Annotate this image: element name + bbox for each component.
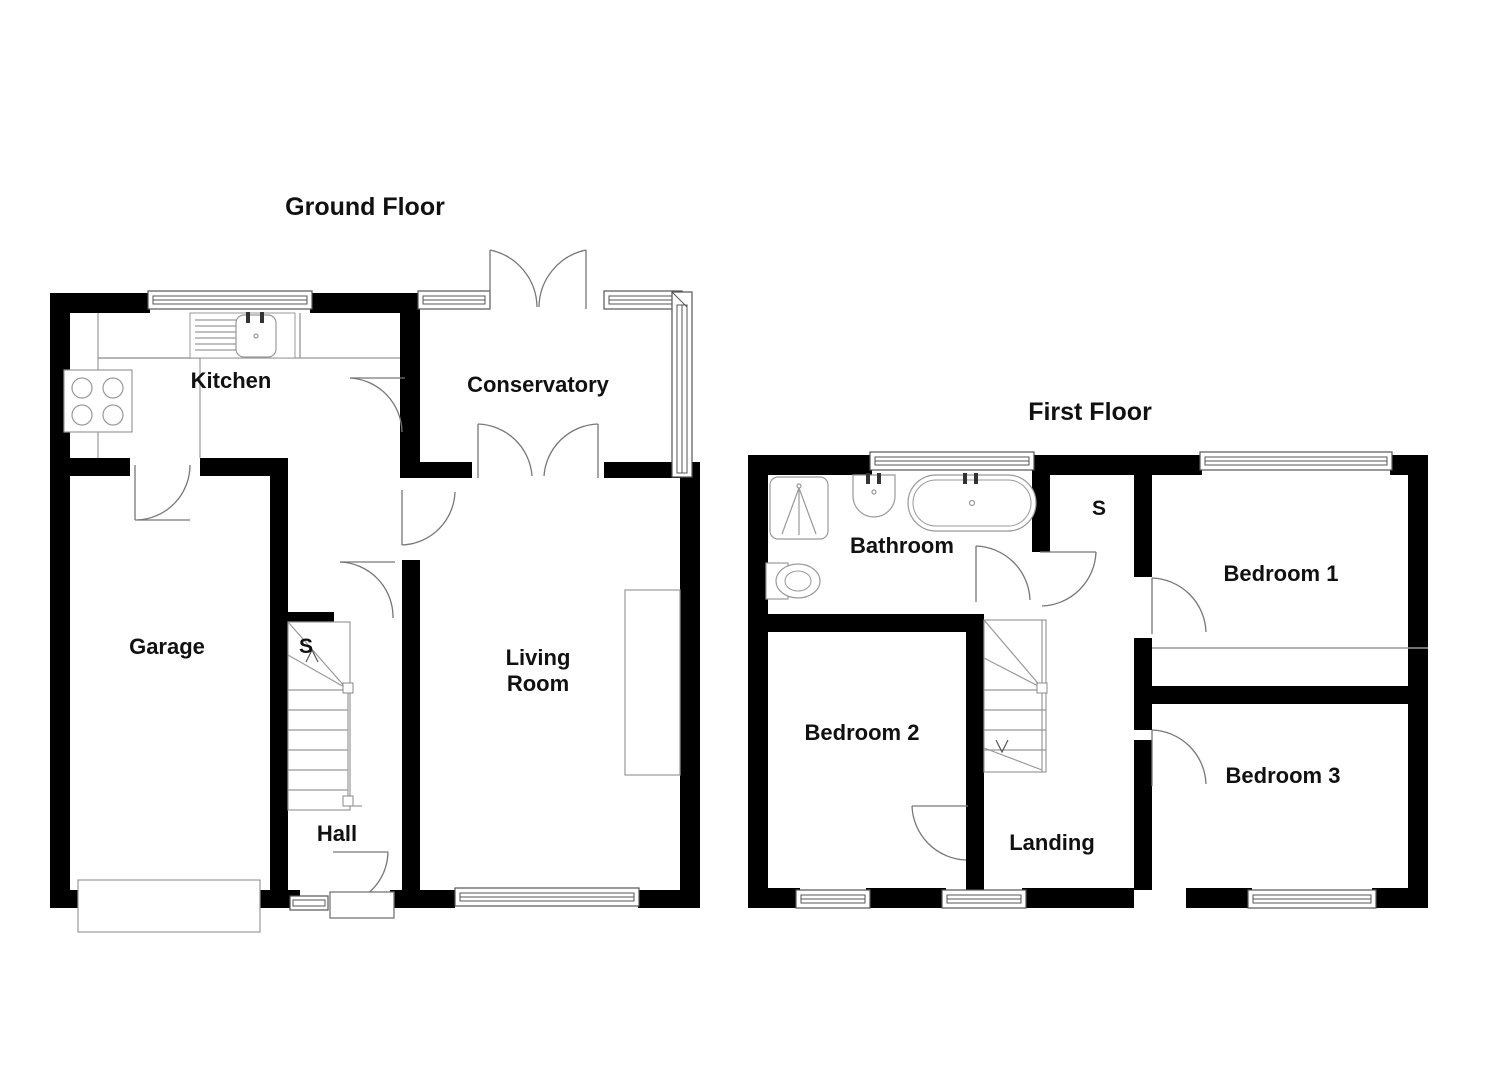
ground-floor-walls: [50, 293, 700, 908]
room-label-store-ground: S: [299, 635, 313, 658]
wall-bedroom2-right: [966, 614, 984, 806]
door-front: [329, 851, 395, 919]
wall-store-left: [1032, 455, 1050, 552]
room-label-landing: Landing: [1009, 830, 1095, 855]
door-bathroom: [975, 545, 1031, 602]
wall-right-exterior: [680, 470, 700, 908]
toilet-icon: [765, 562, 821, 600]
wall-ff-left-exterior: [748, 455, 768, 908]
window-bathroom: [869, 451, 1035, 471]
window-conservatory-top-left: [417, 290, 491, 310]
window-bedroom1: [1199, 451, 1393, 471]
room-label-living-room-line2: Room: [507, 671, 569, 696]
door-hall-conservatory: [401, 490, 456, 546]
shower-icon: [769, 476, 829, 540]
ground-floor-doors: [134, 249, 599, 919]
room-label-bedroom2: Bedroom 2: [805, 720, 920, 745]
wall-bed1-bed3: [1152, 686, 1428, 704]
living-room-alcove-icon: [624, 589, 681, 776]
window-hall: [289, 895, 329, 911]
wall-bedroom1-landing-b: [1134, 686, 1152, 730]
basin-icon: [852, 473, 896, 518]
wall-bathroom-bottom: [748, 614, 976, 632]
window-landing: [941, 889, 1027, 909]
wall-kitchen-bottom-right: [200, 458, 288, 476]
window-conservatory-glazed-wall: [671, 291, 693, 478]
window-kitchen: [147, 290, 313, 310]
ground-floor-fill: [50, 293, 700, 908]
wall-ff-bottom-left: [748, 888, 800, 908]
kitchen-fittings: [63, 312, 400, 458]
wall-kitchen-right: [400, 293, 420, 478]
wall-bottom-hall-right: [390, 890, 455, 908]
ground-floor-plan: Kitchen Conservatory Garage S Hall Livin…: [50, 249, 700, 933]
first-floor-staircase: [983, 619, 1048, 773]
kitchen-sink-icon: [189, 312, 296, 359]
ground-floor-windows: [147, 290, 693, 911]
wall-living-left: [402, 560, 420, 908]
wall-ff-top-left: [748, 455, 872, 475]
room-label-bedroom3: Bedroom 3: [1226, 763, 1341, 788]
ground-floor-title: Ground Floor: [285, 193, 445, 221]
first-floor-walls: [748, 455, 1428, 908]
wall-ff-bottom-mid: [1022, 888, 1134, 908]
wall-top-mid: [310, 293, 420, 313]
wall-ff-right-exterior: [1408, 455, 1428, 908]
room-label-garage: Garage: [129, 634, 205, 659]
window-living-room: [454, 887, 640, 907]
first-floor-title: First Floor: [1028, 398, 1152, 426]
door-kitchen-hall: [349, 377, 405, 433]
wall-garage-right: [270, 458, 288, 908]
garage-door-icon: [77, 879, 261, 933]
door-bedroom3: [1151, 729, 1207, 786]
door-bedroom1: [1151, 577, 1207, 634]
window-bedroom2: [795, 889, 871, 909]
room-label-bathroom: Bathroom: [850, 533, 954, 558]
wall-top-left: [50, 293, 150, 313]
bathroom-fittings: [765, 473, 1037, 600]
room-label-bedroom1: Bedroom 1: [1224, 561, 1339, 586]
first-floor-plan: Bathroom S Bedroom 1 Bedroom 2 Bedroom 3…: [748, 451, 1428, 909]
wall-bedroom1-landing: [1134, 638, 1152, 686]
door-conservatory-bottom: [477, 423, 599, 478]
wall-ff-bottom-mid-left: [866, 888, 946, 908]
wall-bedroom3-landing: [1134, 740, 1152, 890]
wall-conservatory-bottom-left: [402, 462, 472, 478]
door-hall-living: [339, 561, 395, 619]
wall-ff-top-right: [1390, 455, 1428, 475]
door-conservatory-top: [489, 249, 587, 309]
first-floor-windows: [795, 451, 1393, 909]
room-label-store-first: S: [1092, 497, 1106, 520]
first-floor-doors: [911, 545, 1207, 861]
room-label-kitchen: Kitchen: [191, 368, 272, 393]
wall-store-top: [286, 612, 334, 622]
window-conservatory-top-right: [603, 290, 683, 310]
wall-store-right-ff: [1134, 455, 1152, 577]
wall-ff-top-mid: [1032, 455, 1202, 475]
room-label-living-room-line1: Living: [506, 645, 571, 670]
door-bedroom2: [911, 805, 968, 861]
kitchen-hob-icon: [63, 369, 133, 433]
wall-bedroom2-right-lower: [966, 806, 984, 890]
door-garage: [134, 464, 191, 521]
ground-floor-staircase: [287, 621, 362, 811]
wall-kitchen-bottom-left: [50, 458, 130, 476]
window-bedroom3: [1247, 889, 1377, 909]
wall-ff-bottom-mid-right: [1186, 888, 1252, 908]
bath-icon: [907, 473, 1037, 532]
room-label-hall: Hall: [317, 821, 357, 846]
first-floor-fill: [748, 455, 1428, 908]
door-store-ff: [1040, 551, 1097, 607]
room-label-conservatory: Conservatory: [467, 372, 610, 397]
wall-left-exterior: [50, 293, 70, 908]
wall-ff-bottom-right: [1372, 888, 1428, 908]
